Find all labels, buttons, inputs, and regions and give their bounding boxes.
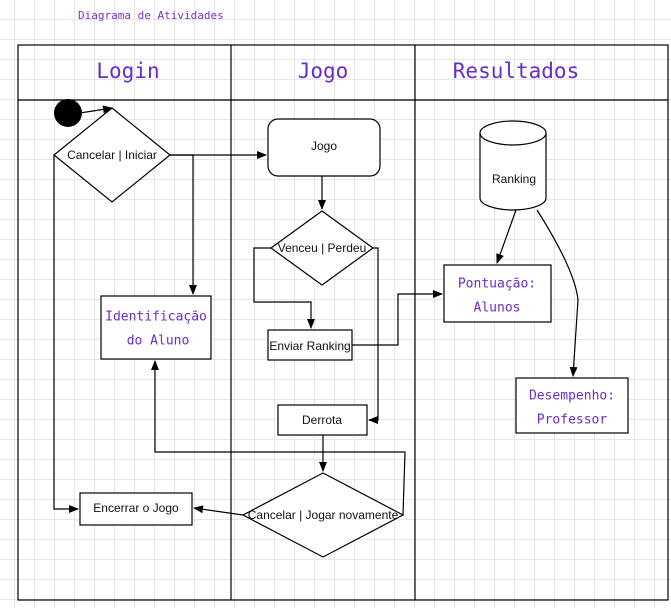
edge-ranking-to-pontuacao — [496, 209, 517, 264]
derrota-label: Derrota — [301, 413, 343, 427]
ranking-label: Ranking — [491, 172, 537, 186]
lane-header-resultados: Resultados — [452, 59, 580, 83]
pontuacao-label-line1: Pontuação: — [457, 276, 537, 292]
lane-header-login: Login — [96, 59, 160, 83]
datastore-ranking — [479, 120, 547, 211]
edge-cancelar-to-encerrar-2 — [193, 505, 244, 516]
swimlane-frame — [17, 44, 669, 601]
edge-start-to-decision — [79, 105, 113, 114]
decision-cancelar-iniciar — [53, 107, 171, 203]
edge-ranking-to-desempenho — [536, 209, 579, 377]
edge-jogar-to-identificacao — [151, 360, 406, 516]
identificacao-label-line2: do Aluno — [126, 333, 190, 349]
edge-iniciar-to-identificacao — [170, 154, 197, 295]
lane-header-jogo: Jogo — [297, 59, 349, 83]
jogo-label: Jogo — [310, 139, 338, 153]
activity-encerrar — [79, 492, 193, 526]
decision-venceu-perdeu — [269, 210, 375, 286]
decision-venceu-perdeu-label: Venceu | Perdeu — [277, 241, 367, 255]
edge-cancelar-to-encerrar — [53, 155, 79, 513]
diagram-title: Diagrama de Atividades — [78, 9, 224, 22]
desempenho-label-line2: Professor — [536, 412, 608, 428]
pontuacao-label-line2: Alunos — [473, 300, 521, 316]
enviar-ranking-label: Enviar Ranking — [269, 339, 351, 353]
edge-perdeu-to-derrota — [368, 247, 379, 424]
activity-identificacao — [100, 295, 212, 360]
decision-cancelar-jogar — [241, 472, 405, 558]
activity-pontuacao — [443, 264, 552, 323]
edge-enviar-to-pontuacao — [352, 290, 443, 346]
activity-desempenho — [515, 377, 629, 434]
activity-derrota — [277, 404, 368, 436]
desempenho-label-line1: Desempenho: — [528, 388, 616, 404]
start-node — [54, 99, 82, 127]
decision-cancelar-jogar-label: Cancelar | Jogar novamente — [247, 508, 399, 522]
encerrar-label: Encerrar o Jogo — [93, 501, 179, 515]
decision-cancelar-iniciar-label: Cancelar | Iniciar — [67, 148, 157, 162]
activity-jogo — [267, 118, 381, 177]
identificacao-label-line1: Identificação — [105, 309, 207, 325]
edge-venceu-to-enviar — [253, 247, 315, 329]
